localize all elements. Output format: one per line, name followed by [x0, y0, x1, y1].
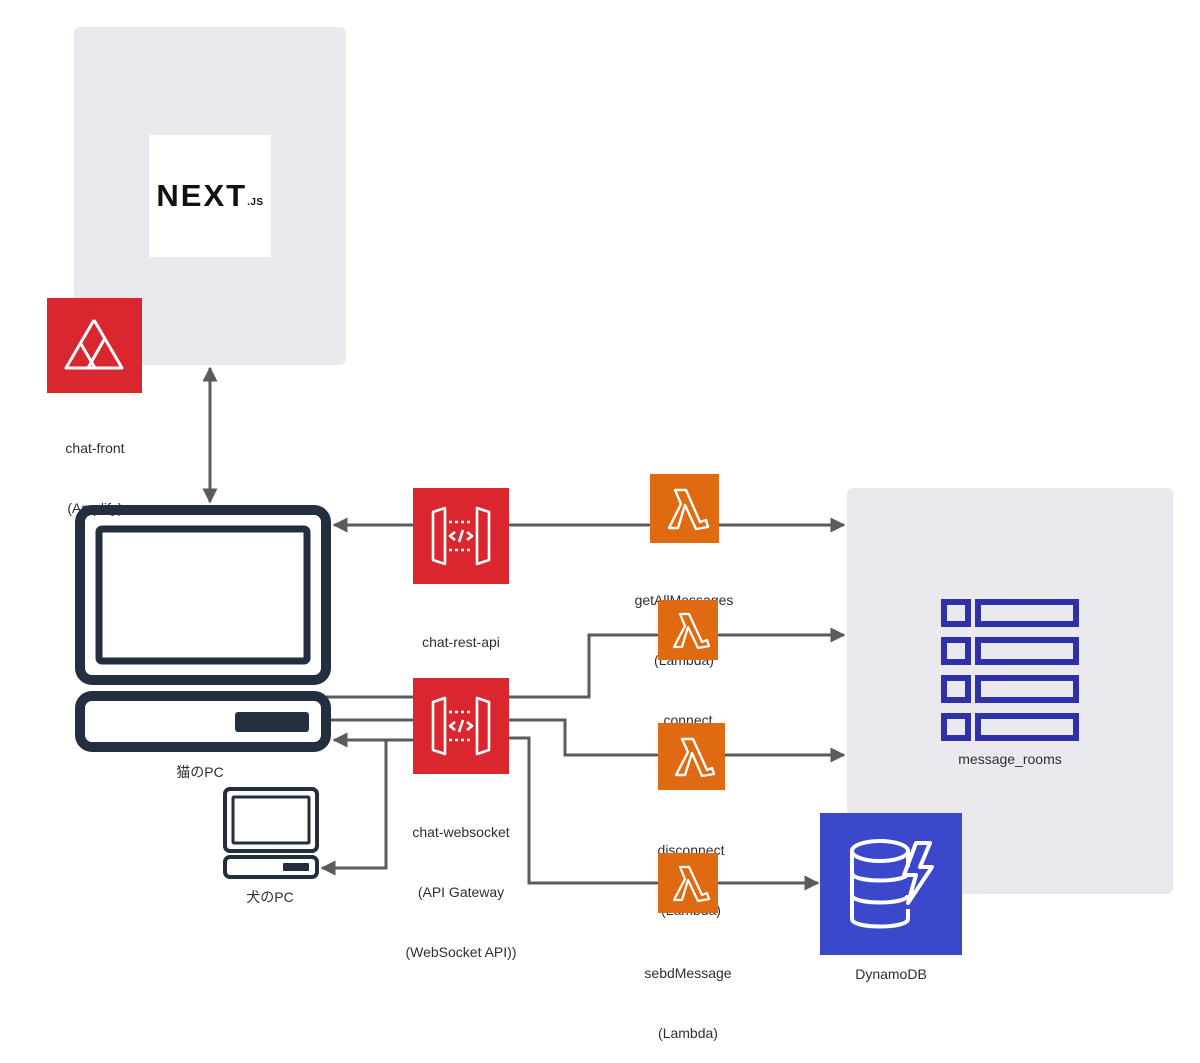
- cat-pc-icon: [75, 505, 331, 753]
- amplify-icon: [47, 298, 142, 393]
- connector-ws-connect: [509, 633, 658, 699]
- dynamodb-icon: [820, 813, 962, 955]
- api-gateway-icon: [413, 488, 509, 584]
- websocket-api-label: chat-websocket (API Gateway (WebSocket A…: [381, 782, 541, 982]
- nextjs-logo-suffix: .JS: [247, 196, 264, 208]
- connector-ws-disconnect: [509, 718, 658, 757]
- websocket-api-line2: (API Gateway: [417, 884, 505, 900]
- table-label: message_rooms: [958, 751, 1062, 767]
- rest-api-name: chat-rest-api: [422, 634, 500, 650]
- connectors: [202, 366, 846, 891]
- cat-pc-label: 猫のPC: [176, 764, 224, 780]
- table-icon: [941, 599, 1079, 745]
- send-label: sebdMessage (Lambda): [628, 923, 748, 1063]
- lambda-icon: [658, 723, 725, 790]
- api-gateway-icon: [413, 678, 509, 774]
- dog-pc-icon: [222, 786, 320, 880]
- lambda-icon: [658, 600, 718, 660]
- connector-ws-send: [509, 736, 658, 885]
- dynamodb-label: DynamoDB: [855, 966, 927, 982]
- send-service: (Lambda): [658, 1025, 718, 1041]
- nextjs-logo-text: NEXT: [156, 178, 248, 213]
- websocket-api-name: chat-websocket: [412, 824, 510, 840]
- connector-ws-dogpc: [320, 738, 413, 876]
- lambda-icon: [658, 853, 718, 913]
- amplify-name: chat-front: [65, 440, 125, 456]
- lambda-icon: [650, 474, 719, 543]
- nextjs-logo: NEXT .JS: [149, 135, 271, 257]
- send-name: sebdMessage: [644, 965, 732, 981]
- websocket-api-line3: (WebSocket API)): [405, 944, 517, 960]
- dog-pc-label: 犬のPC: [246, 889, 294, 905]
